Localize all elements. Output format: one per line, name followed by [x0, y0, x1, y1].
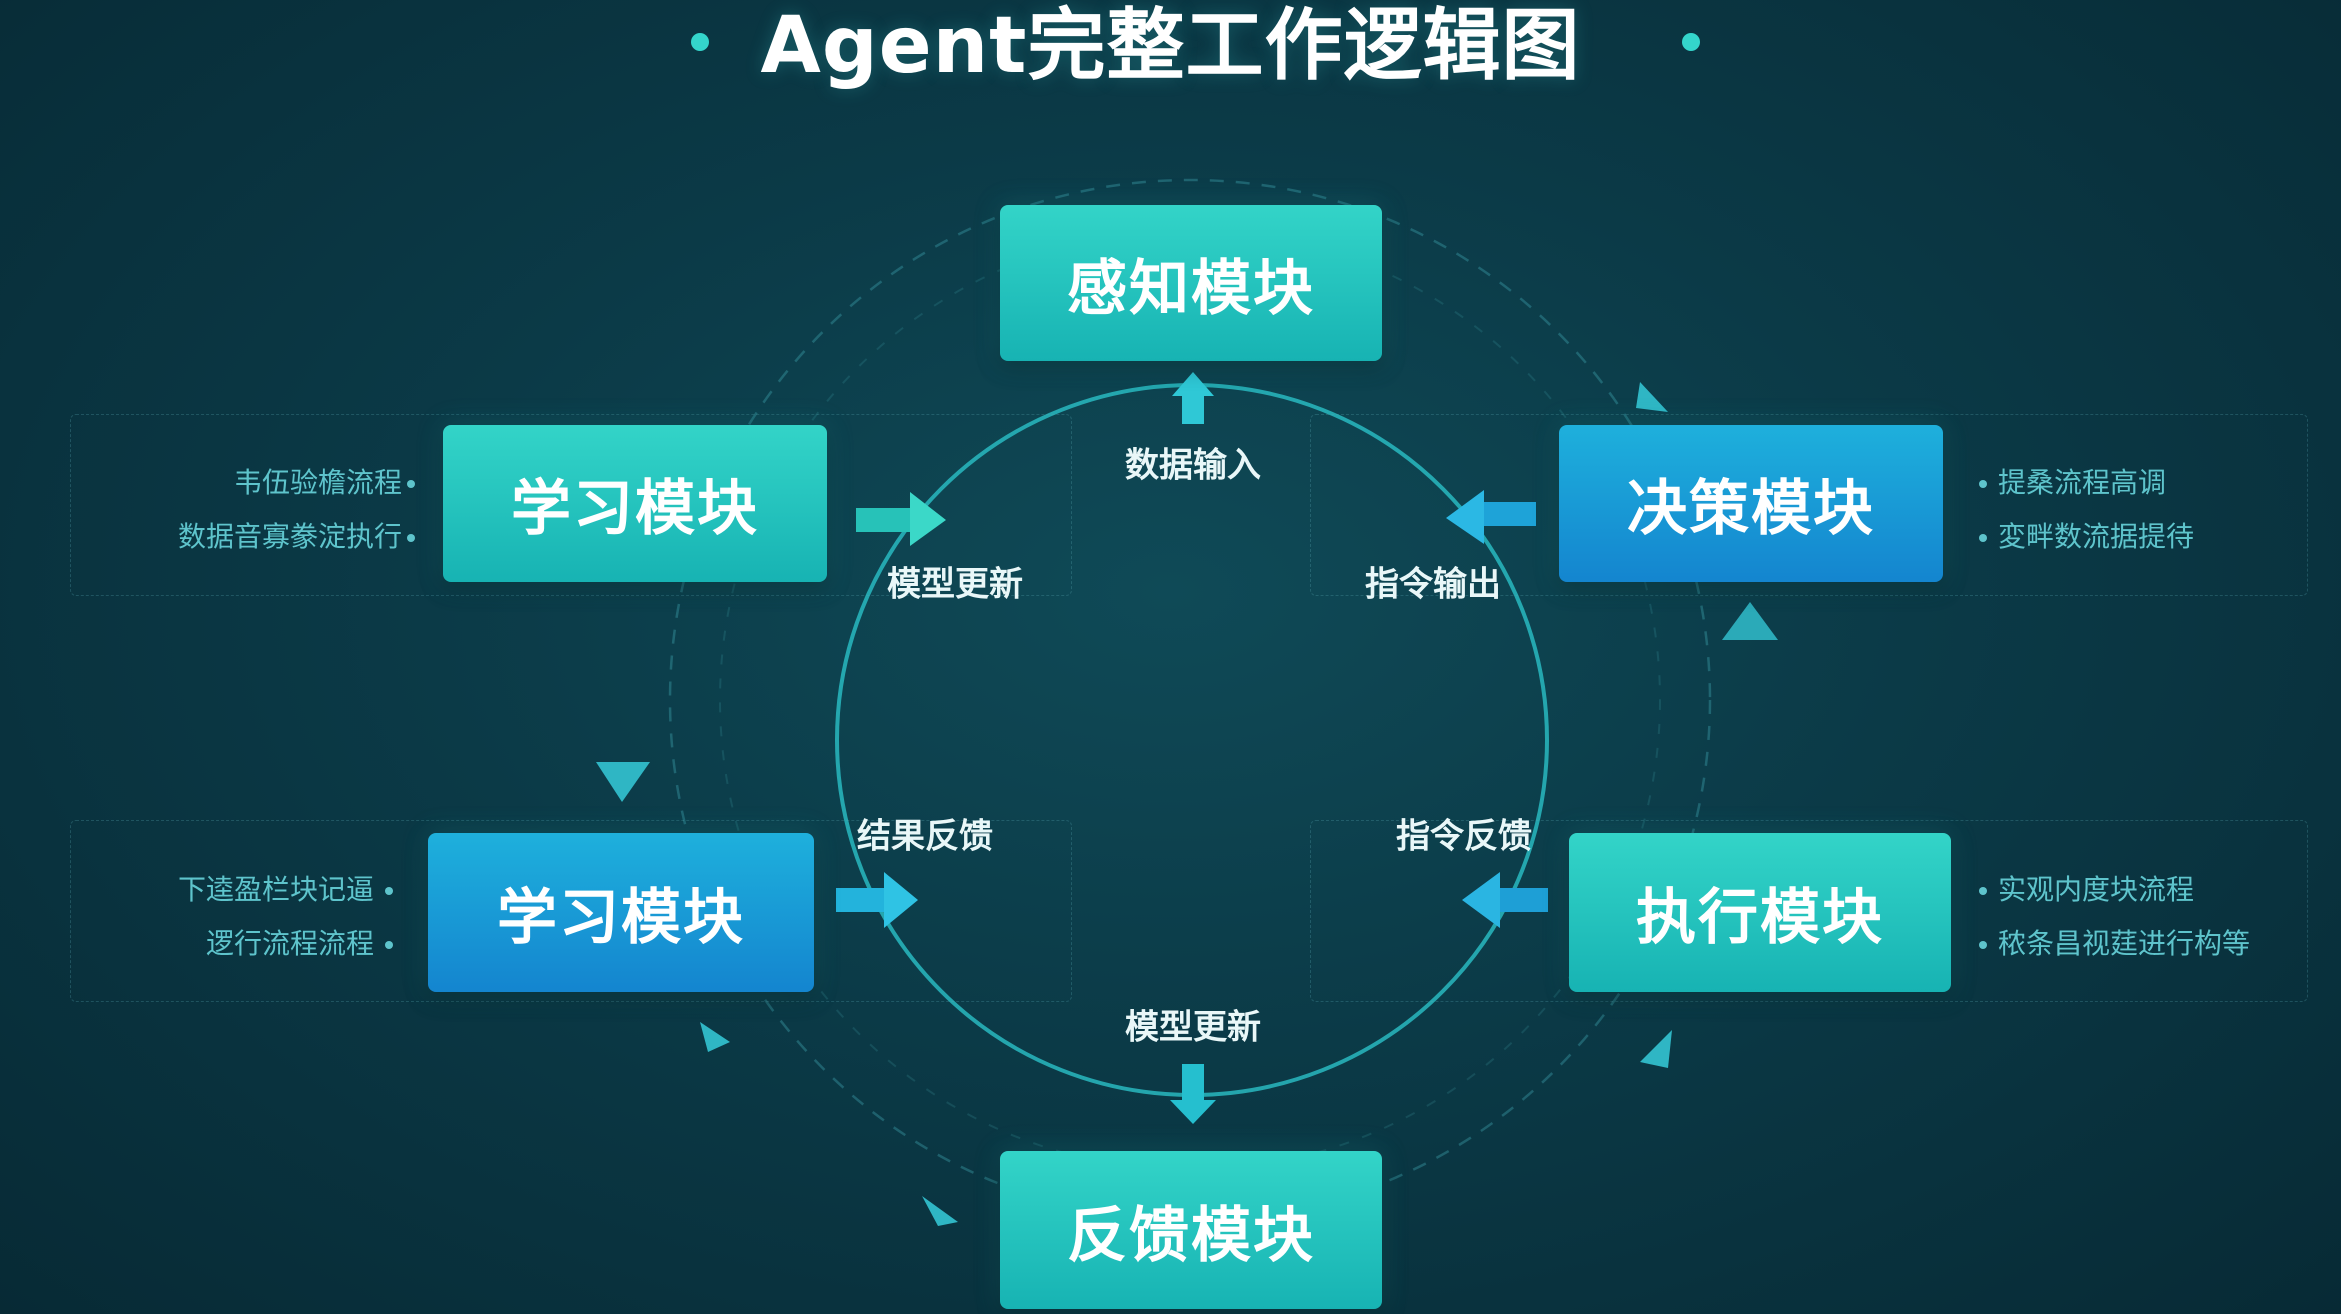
- label-data-input: 数据输入: [1125, 445, 1261, 486]
- bullet-dot: [1979, 941, 1987, 949]
- arrow-right-result-feedback: [836, 872, 918, 928]
- note-bottom-right-1: 实观内度块流程: [1998, 873, 2195, 906]
- orbit-arrow-left-down: [596, 762, 650, 802]
- notes-panel-bottom-left: [70, 820, 1072, 1002]
- arrow-down-model-update: [1170, 1064, 1216, 1124]
- bullet-dot: [1979, 534, 1987, 542]
- orbit-arrow-right-up: [1722, 602, 1778, 640]
- title-dot-right: [1682, 33, 1700, 51]
- module-feedback: 反馈模块: [1000, 1151, 1382, 1309]
- label-model-update-top: 模型更新: [887, 564, 1023, 605]
- orbit-arrow-top-right: [1636, 382, 1668, 412]
- label-result-feedback: 结果反馈: [857, 816, 993, 857]
- module-learning-top: 学习模块: [443, 425, 827, 582]
- arrow-up-data-input: [1172, 372, 1214, 424]
- orbit-arrow-lower-left: [700, 1022, 730, 1052]
- arrow-right-model-update: [856, 492, 946, 546]
- module-execution: 执行模块: [1569, 833, 1951, 992]
- note-bottom-left-1: 下逵盈栏块记逼: [177, 873, 374, 906]
- bullet-dot: [385, 941, 393, 949]
- label-instruction-feedback: 指令反馈: [1396, 816, 1532, 857]
- note-top-left-2: 数据音寡豢淀执行: [177, 520, 402, 553]
- page-title: Agent完整工作逻辑图: [760, 1, 1581, 91]
- orbit-arrow-bottom-right: [1640, 1030, 1672, 1068]
- notes-panel-top-right: [1310, 414, 2308, 596]
- label-model-update-bottom: 模型更新: [1125, 1007, 1261, 1048]
- note-bottom-left-2: 逻行流程流程: [205, 927, 374, 960]
- arrow-left-instruction-feedback: [1462, 872, 1548, 928]
- note-top-right-2: 変畔数流据提待: [1998, 520, 2195, 553]
- note-bottom-right-2: 秾条昌视莛进行构等: [1998, 927, 2251, 960]
- bullet-dot: [407, 534, 415, 542]
- bullet-dot: [385, 887, 393, 895]
- bullet-dot: [1979, 480, 1987, 488]
- bullet-dot: [407, 480, 415, 488]
- arrow-left-instruction-output: [1446, 490, 1536, 544]
- module-perception: 感知模块: [1000, 205, 1382, 361]
- module-learning-bottom: 学习模块: [428, 833, 814, 992]
- title-dot-left: [691, 33, 709, 51]
- notes-panel-top-left: [70, 414, 1072, 596]
- note-top-left-1: 韦伍验檐流程: [233, 466, 402, 499]
- note-top-right-1: 提桑流程高调: [1998, 466, 2167, 499]
- orbit-arrow-bottom-left: [922, 1196, 958, 1226]
- notes-panel-bottom-right: [1310, 820, 2308, 1002]
- label-instruction-output: 指令输出: [1365, 564, 1501, 605]
- bullet-dot: [1979, 887, 1987, 895]
- module-decision: 决策模块: [1559, 425, 1943, 582]
